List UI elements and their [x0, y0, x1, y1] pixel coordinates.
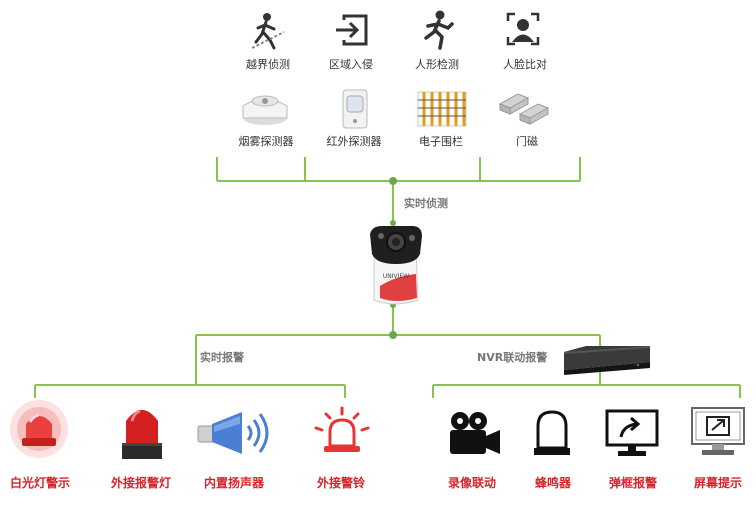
junction-node: [389, 331, 397, 339]
alarm-output-label: 外接报警灯: [110, 476, 172, 490]
detector-label: 人形检测: [415, 58, 459, 71]
detector-label: 门磁: [516, 135, 538, 148]
junction-node: [389, 177, 397, 185]
speaker-icon: [197, 412, 269, 454]
detector-label: 越界侦测: [246, 58, 290, 71]
white-light-warning-icon: [10, 400, 68, 458]
human-detection-icon: [424, 10, 454, 50]
detector-label: 烟雾探测器: [238, 135, 294, 148]
infrared-detector-icon: [342, 89, 368, 129]
camera-icon: UNIVIEW: [370, 226, 422, 305]
detector-label: 电子围栏: [419, 135, 463, 148]
junction-node: [390, 220, 396, 226]
electronic-fence-icon: [417, 91, 467, 127]
popup-alert-icon: [605, 409, 659, 456]
face-comparison-icon: [506, 12, 540, 46]
smoke-detector-icon: [242, 95, 288, 125]
nvr-device-icon: [564, 346, 650, 375]
detector-label: 区域入侵: [329, 58, 373, 71]
door-magnet-icon: [498, 93, 550, 125]
flow-label-realtime-alarm: 实时报警: [200, 351, 244, 364]
flow-label-nvr-alarm: NVR联动报警: [477, 351, 548, 364]
alarm-bell-icon: [314, 406, 370, 452]
alarm-lamp-icon: [122, 409, 162, 459]
camera-brand-text: UNIVIEW: [383, 273, 409, 280]
video-camera-icon: [450, 412, 500, 454]
detector-label: 红外探测器: [326, 135, 382, 148]
alarm-output-label: 白光灯警示: [9, 476, 71, 490]
alarm-output-label: 内置扬声器: [203, 476, 265, 490]
alarm-output-label: 蜂鸣器: [534, 476, 572, 490]
region-entry-icon: [336, 14, 368, 46]
detector-label: 人脸比对: [503, 58, 547, 71]
flow-label-realtime-detection: 实时侦测: [404, 197, 448, 210]
alarm-output-label: 录像联动: [447, 476, 497, 490]
line-crossing-icon: [251, 13, 285, 50]
buzzer-icon: [534, 410, 570, 455]
alarm-output-label: 屏幕提示: [693, 476, 743, 490]
alarm-output-label: 外接警铃: [316, 476, 366, 490]
screen-prompt-icon: [691, 407, 745, 455]
alarm-output-label: 弹框报警: [608, 476, 658, 490]
